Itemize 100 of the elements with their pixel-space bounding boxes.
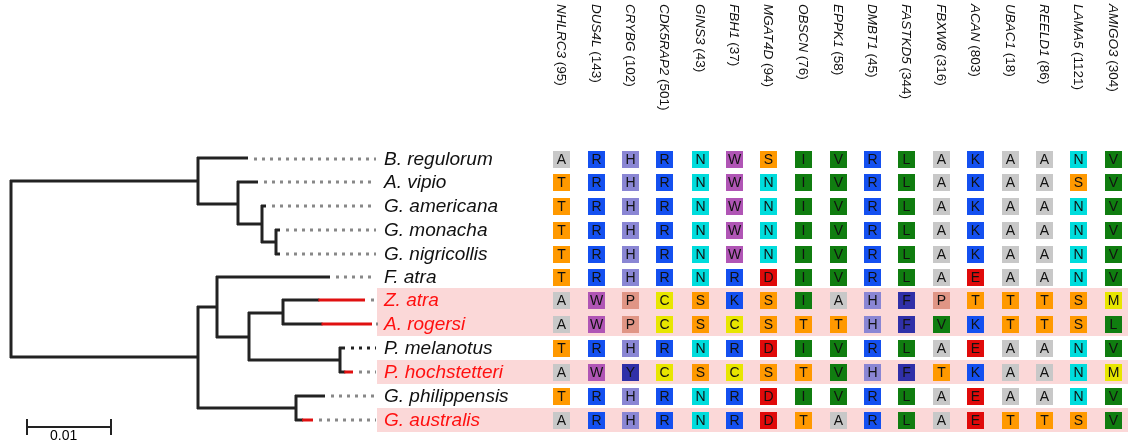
residue-cell: R	[588, 174, 605, 191]
residue-cell: N	[760, 222, 777, 239]
residue-cell: I	[795, 151, 812, 168]
residue-cell: N	[1070, 340, 1087, 357]
residue-cell: N	[1070, 222, 1087, 239]
residue-cell: I	[795, 198, 812, 215]
residue-cell: L	[898, 412, 915, 429]
residue-cell: R	[864, 340, 881, 357]
species-name: A. rogersi	[384, 313, 466, 335]
residue-cell: W	[588, 292, 605, 309]
residue-cell: P	[622, 316, 639, 333]
residue-cell: W	[726, 151, 743, 168]
residue-cell: R	[656, 174, 673, 191]
residue-cell: V	[1105, 340, 1122, 357]
residue-cell: I	[795, 174, 812, 191]
species-name: P. hochstetteri	[384, 361, 503, 383]
residue-cell: E	[967, 412, 984, 429]
residue-cell: I	[795, 340, 812, 357]
residue-cell: N	[1070, 151, 1087, 168]
residue-cell: K	[967, 364, 984, 381]
residue-cell: R	[726, 388, 743, 405]
residue-cell: A	[933, 388, 950, 405]
residue-cell: R	[588, 151, 605, 168]
residue-cell: L	[898, 340, 915, 357]
residue-cell: S	[1070, 174, 1087, 191]
residue-cell: V	[830, 222, 847, 239]
residue-cell: P	[622, 292, 639, 309]
residue-cell: N	[1070, 198, 1087, 215]
residue-cell: D	[760, 340, 777, 357]
residue-cell: T	[553, 388, 570, 405]
residue-cell: T	[553, 222, 570, 239]
gene-header: NHLRC3 (95)	[553, 4, 570, 86]
residue-cell: R	[864, 174, 881, 191]
residue-cell: L	[898, 246, 915, 263]
residue-cell: A	[1002, 174, 1019, 191]
residue-cell: H	[864, 316, 881, 333]
residue-cell: R	[588, 198, 605, 215]
residue-cell: A	[553, 151, 570, 168]
residue-cell: A	[1002, 388, 1019, 405]
residue-cell: P	[933, 292, 950, 309]
residue-cell: M	[1105, 364, 1122, 381]
residue-cell: V	[1105, 269, 1122, 286]
residue-cell: H	[622, 412, 639, 429]
residue-cell: T	[553, 174, 570, 191]
residue-cell: T	[553, 340, 570, 357]
species-name: G. australis	[384, 409, 481, 431]
residue-cell: R	[656, 269, 673, 286]
residue-cell: R	[656, 222, 673, 239]
residue-cell: N	[1070, 364, 1087, 381]
residue-cell: R	[588, 269, 605, 286]
residue-cell: E	[967, 388, 984, 405]
residue-cell: V	[1105, 412, 1122, 429]
residue-cell: R	[864, 198, 881, 215]
residue-cell: T	[795, 412, 812, 429]
residue-cell: R	[588, 388, 605, 405]
residue-cell: R	[656, 340, 673, 357]
residue-cell: S	[1070, 292, 1087, 309]
species-name: G. nigricollis	[384, 243, 488, 265]
residue-cell: H	[622, 198, 639, 215]
residue-cell: W	[726, 222, 743, 239]
residue-cell: R	[588, 412, 605, 429]
residue-cell: R	[726, 269, 743, 286]
gene-header: EPPK1 (58)	[830, 4, 847, 76]
residue-cell: N	[692, 246, 709, 263]
residue-cell: T	[795, 364, 812, 381]
species-name: G. philippensis	[384, 385, 509, 407]
residue-cell: W	[588, 364, 605, 381]
residue-cell: T	[830, 316, 847, 333]
residue-cell: I	[795, 269, 812, 286]
residue-cell: A	[1002, 198, 1019, 215]
residue-cell: H	[622, 269, 639, 286]
residue-cell: A	[1036, 340, 1053, 357]
species-name: P. melanotus	[384, 337, 493, 359]
residue-cell: N	[760, 174, 777, 191]
residue-cell: S	[1070, 412, 1087, 429]
residue-cell: T	[1002, 316, 1019, 333]
residue-cell: L	[898, 222, 915, 239]
residue-cell: F	[898, 364, 915, 381]
residue-cell: M	[1105, 292, 1122, 309]
residue-cell: N	[1070, 388, 1087, 405]
residue-cell: A	[933, 151, 950, 168]
residue-cell: H	[864, 364, 881, 381]
residue-cell: A	[1036, 198, 1053, 215]
residue-cell: T	[553, 246, 570, 263]
residue-cell: H	[864, 292, 881, 309]
residue-cell: R	[588, 340, 605, 357]
residue-cell: A	[1036, 388, 1053, 405]
residue-cell: A	[553, 412, 570, 429]
residue-cell: E	[967, 340, 984, 357]
residue-cell: A	[830, 412, 847, 429]
residue-cell: T	[1002, 292, 1019, 309]
residue-cell: A	[1002, 340, 1019, 357]
residue-cell: H	[622, 151, 639, 168]
residue-cell: S	[760, 364, 777, 381]
gene-header: DUS4L (143)	[588, 4, 605, 83]
residue-cell: K	[967, 316, 984, 333]
residue-cell: H	[622, 388, 639, 405]
residue-cell: A	[933, 222, 950, 239]
residue-cell: A	[933, 198, 950, 215]
residue-cell: L	[898, 151, 915, 168]
